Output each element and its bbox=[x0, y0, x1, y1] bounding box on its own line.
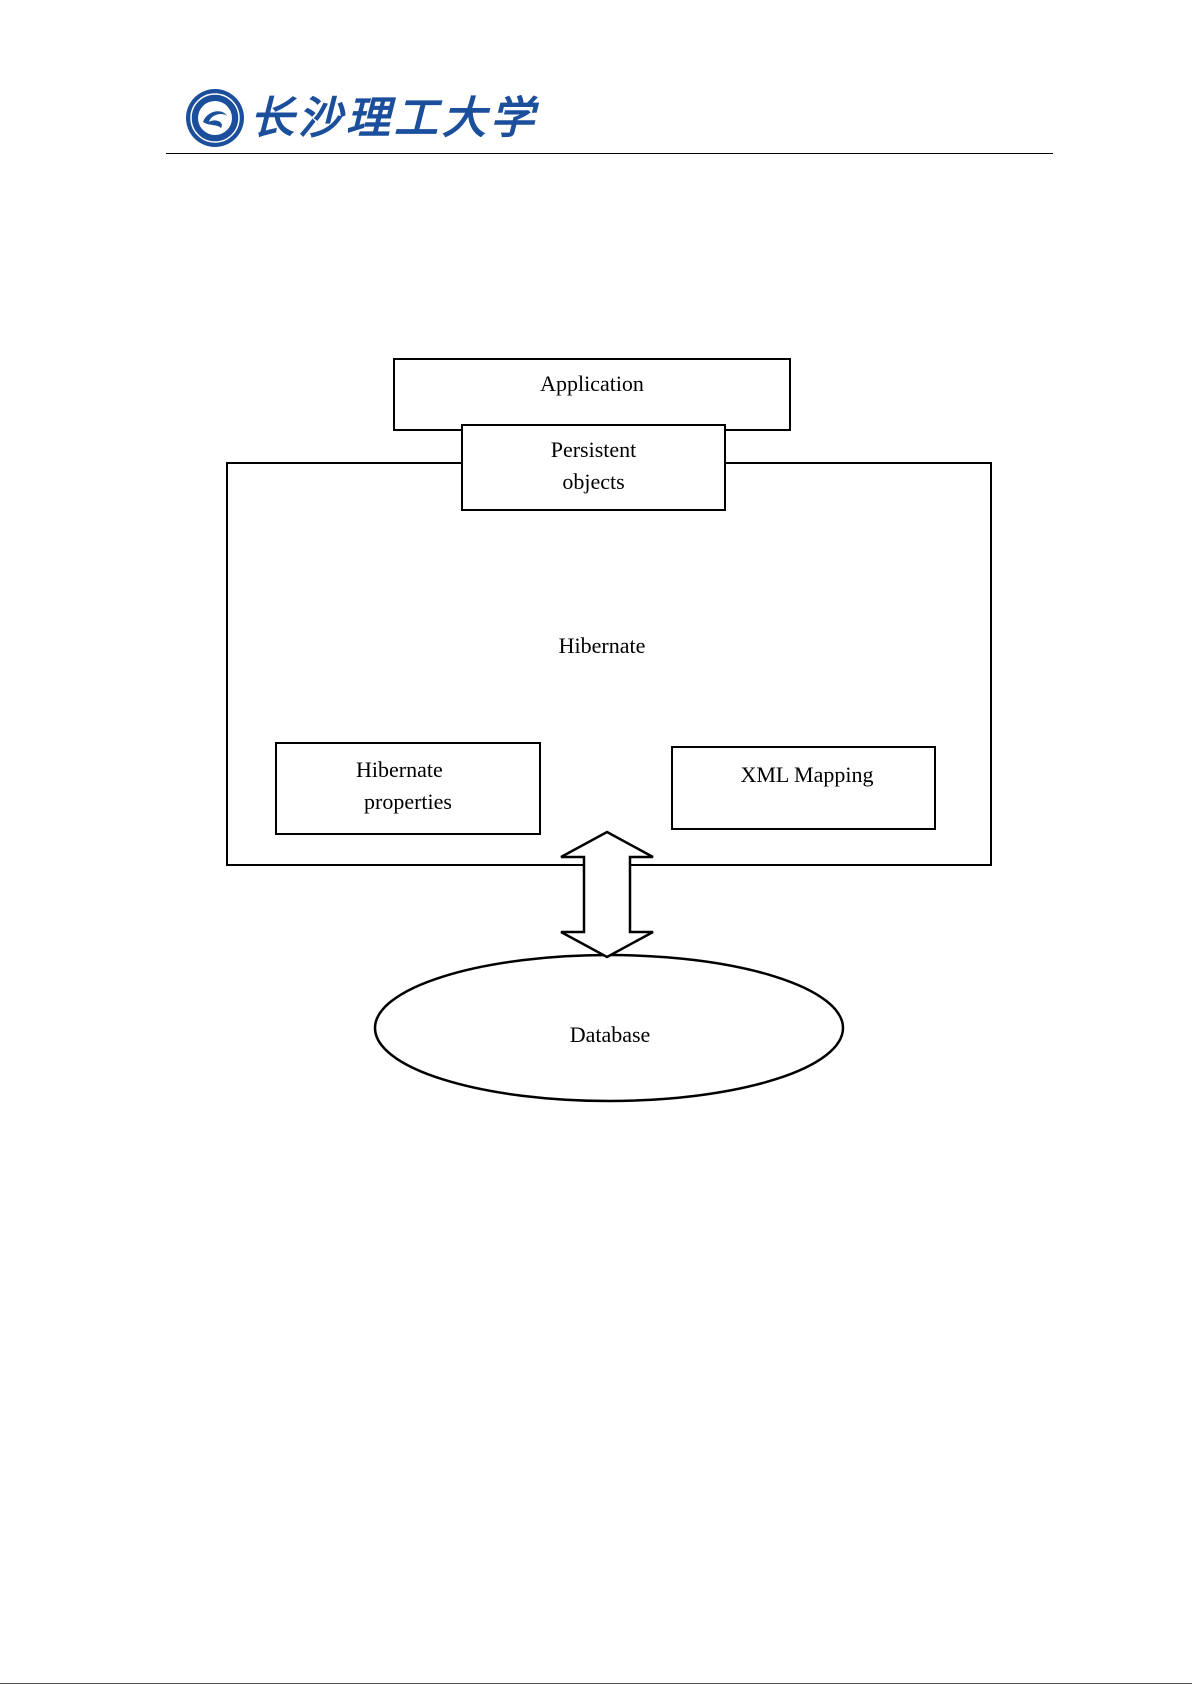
persistent-objects-label-line1: Persistent bbox=[461, 434, 726, 465]
database-label: Database bbox=[460, 1019, 760, 1050]
hibernate-properties-label-line2: properties bbox=[275, 786, 541, 817]
double-headed-vertical-arrow-icon bbox=[561, 832, 653, 957]
footer-divider bbox=[0, 1683, 1192, 1684]
hibernate-properties-label-line1: Hibernate bbox=[275, 754, 541, 785]
xml-mapping-label: XML Mapping bbox=[671, 759, 936, 790]
application-label: Application bbox=[393, 368, 791, 399]
hibernate-label: Hibernate bbox=[452, 630, 752, 661]
persistent-objects-label-line2: objects bbox=[461, 466, 726, 497]
